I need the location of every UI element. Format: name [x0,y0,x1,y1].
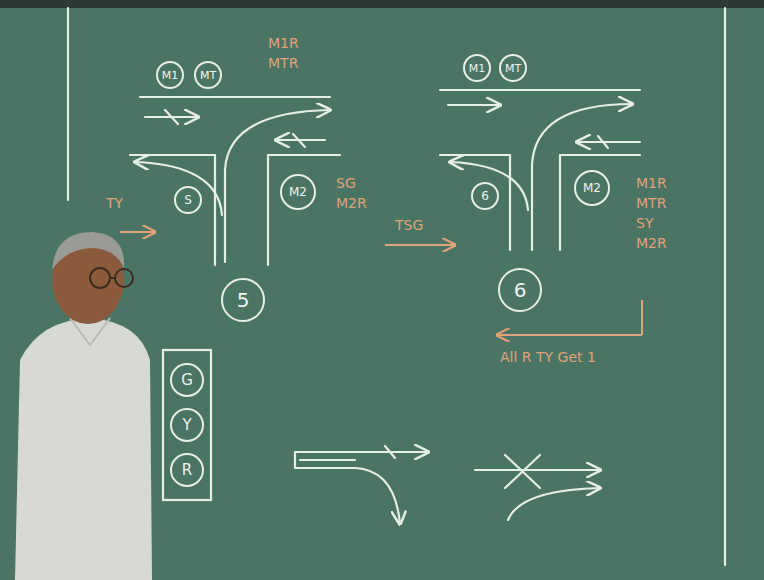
circle-node: M1 [156,61,184,89]
circle-node: G [170,363,204,397]
circle-label: MT [200,70,216,81]
circle-node: M2 [574,170,610,206]
circle-label: R [182,463,192,478]
circle-node: 6 [471,182,499,210]
chalk-note: M2R [336,196,367,211]
circle-label: 6 [514,280,527,300]
circle-label: Y [182,418,191,433]
circle-label: S [184,194,192,206]
lecturer-figure [15,232,152,580]
chalk-note: MTR [268,56,298,71]
circle-label: 6 [481,190,489,202]
circle-label: 5 [237,290,250,310]
circle-node: MT [499,54,527,82]
circle-label: G [181,373,193,388]
circle-node: MT [194,61,222,89]
circle-label: M1 [162,70,179,81]
circle-label: M2 [583,182,601,194]
circle-node: S [174,186,202,214]
circle-node: R [170,453,204,487]
chalk-note: SY [636,216,653,231]
chalk-note: All R TY Get 1 [500,350,596,365]
circle-node: 6 [498,268,542,312]
circle-node: M1 [463,54,491,82]
circle-node: Y [170,408,204,442]
chalk-note: M1R [636,176,667,191]
circle-label: MT [505,63,521,74]
circle-node: 5 [221,278,265,322]
chalk-note: TSG [395,218,423,233]
chalk-note: MTR [636,196,666,211]
chalk-note: M1R [268,36,299,51]
circle-node: M2 [280,174,316,210]
chalk-note: SG [336,176,356,191]
chalk-note: TY [106,196,123,211]
circle-label: M1 [469,63,486,74]
chalk-note: M2R [636,236,667,251]
circle-label: M2 [289,186,307,198]
